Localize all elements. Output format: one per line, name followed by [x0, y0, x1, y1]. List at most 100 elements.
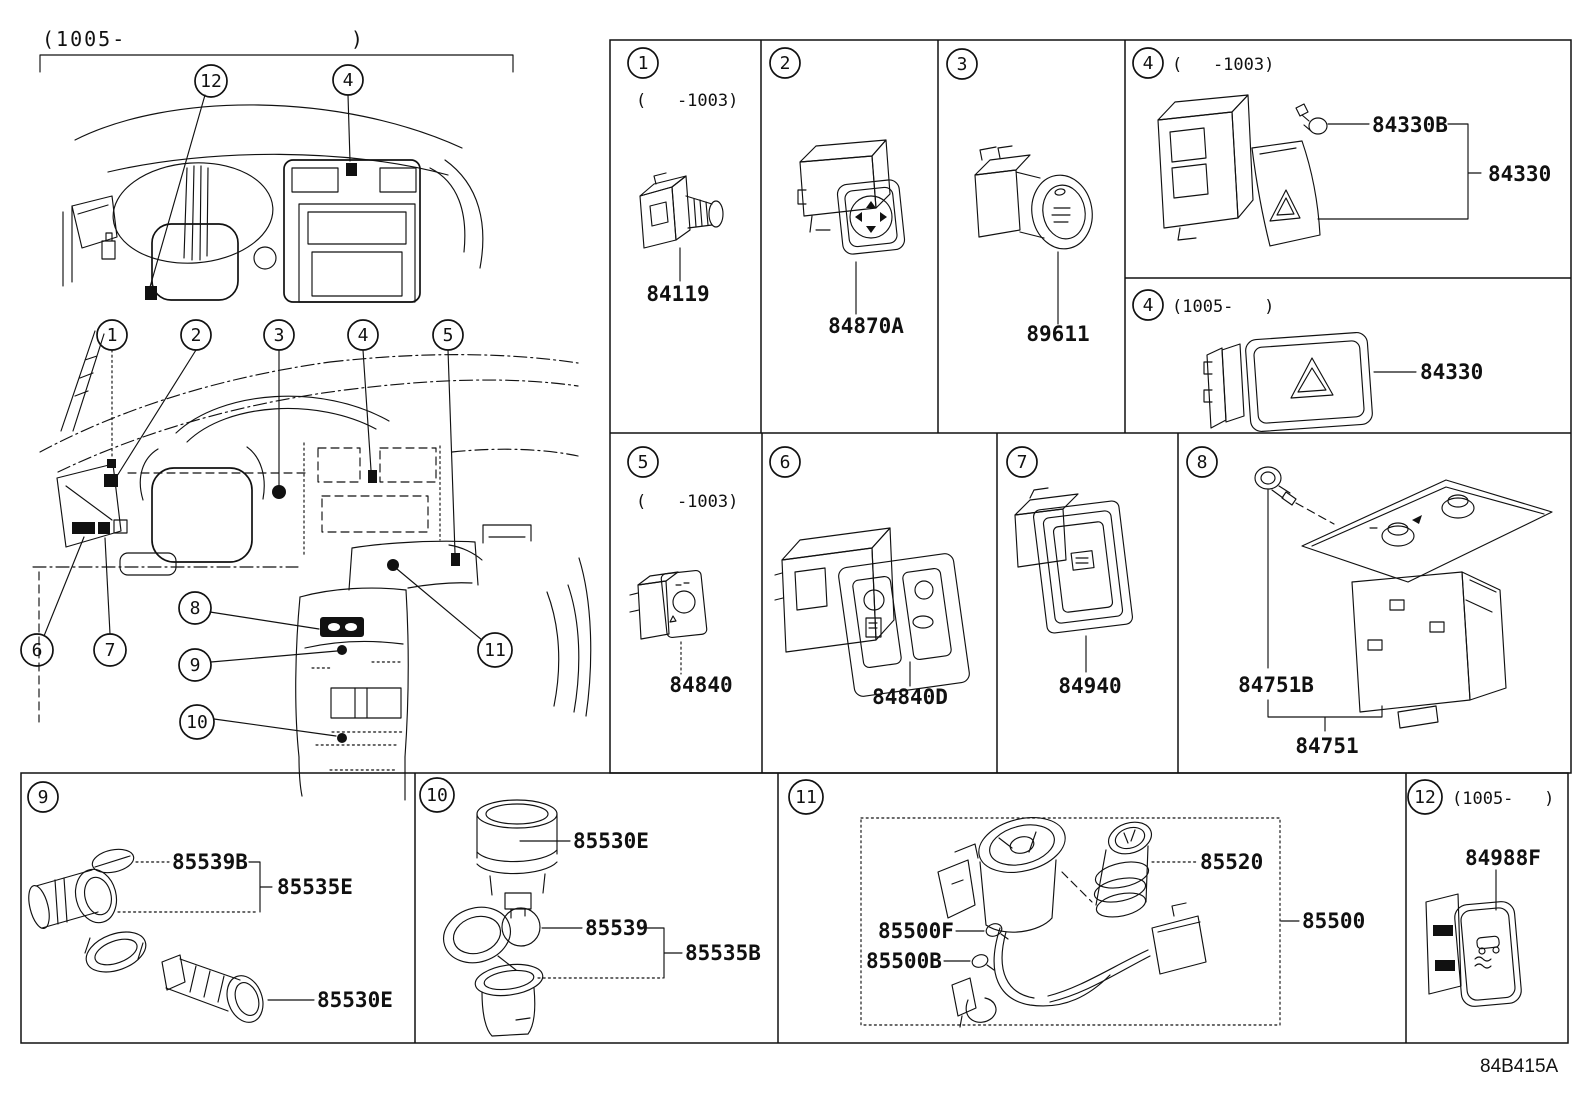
part-number: 84119	[646, 282, 709, 306]
svg-text:10: 10	[186, 712, 208, 733]
part-number: 84940	[1058, 674, 1121, 698]
callout-cell-4a: 4	[1132, 47, 1164, 79]
cell-9: 9 85539B 85535E 85530E	[27, 781, 393, 1023]
svg-text:5: 5	[638, 452, 649, 473]
svg-text:6: 6	[32, 640, 43, 661]
main-sketch: 1 2 3 4 5 6 7 8 9 10 11	[20, 319, 592, 801]
callout-11: 11	[477, 632, 513, 668]
part-number: 84330	[1488, 162, 1551, 186]
bulb-front-part-number: 85500F	[878, 919, 954, 943]
svg-text:9: 9	[38, 787, 49, 808]
svg-text:12: 12	[1414, 787, 1436, 808]
part-number: 84751	[1295, 734, 1358, 758]
range-bracket	[39, 54, 514, 73]
housing-part-number: 85535B	[685, 941, 761, 965]
svg-text:6: 6	[780, 452, 791, 473]
svg-text:5: 5	[443, 325, 454, 346]
part-number: 84988F	[1465, 846, 1541, 870]
cell-12: 12 (1005- ) 84988F	[1407, 779, 1554, 1007]
bulb-part-number: 84330B	[1372, 113, 1448, 137]
switch-location-9-marker	[337, 645, 347, 655]
svg-text:12: 12	[200, 71, 222, 92]
cell-6: 6 84840D	[769, 446, 970, 709]
page-code: 84B415A	[1480, 1056, 1559, 1077]
cap-part-number: 85539	[585, 916, 648, 940]
hazard-switch-drawing	[1157, 94, 1328, 247]
svg-text:1: 1	[638, 53, 649, 74]
callout-cell-9: 9	[27, 781, 59, 813]
steering-pad	[151, 467, 253, 563]
switch-location-10-marker	[337, 733, 347, 743]
callout-12: 12	[145, 64, 228, 300]
callout-cell-4b: 4	[1132, 289, 1164, 321]
cell-5: 5 ( -1003) 84840	[627, 446, 738, 697]
switch-location-4-marker	[346, 163, 357, 176]
callout-10: 10	[179, 704, 215, 740]
svg-text:11: 11	[484, 640, 506, 661]
cell-4b: 4 (1005- ) 84330	[1132, 289, 1483, 432]
wiring-harness-drawing	[951, 902, 1207, 1028]
hazard-switch-drawing	[1203, 332, 1373, 432]
bulb-rear-part-number: 85500B	[866, 949, 942, 973]
svg-text:1: 1	[107, 325, 118, 346]
svg-text:4: 4	[358, 325, 369, 346]
callout-cell-10: 10	[419, 777, 455, 813]
svg-text:4: 4	[343, 70, 354, 91]
switch-location-5-marker	[451, 553, 460, 566]
housing-part-number: 85535E	[277, 875, 353, 899]
callout-8: 8	[178, 591, 212, 625]
callout-cell-7: 7	[1006, 446, 1038, 478]
callout-4: 4	[332, 64, 364, 162]
cell-2: 2 84870A	[769, 47, 906, 338]
rear-defogger-switch-drawing	[1014, 487, 1134, 634]
svg-text:8: 8	[190, 598, 201, 619]
switch-location-3-marker	[272, 485, 286, 499]
callout-cell-1: 1	[627, 47, 659, 79]
callout-cell-3: 3	[946, 48, 978, 80]
switch-location-2-marker	[104, 474, 118, 487]
callout-3: 3	[263, 319, 295, 351]
assy-part-number: 85500	[1302, 909, 1365, 933]
outlet-socket-drawing	[476, 799, 558, 919]
date-range: (1005- )	[1172, 297, 1274, 317]
callout-cell-12: 12	[1407, 779, 1443, 815]
svg-text:3: 3	[957, 54, 968, 75]
lighter-plug-drawing	[1093, 821, 1153, 918]
switch-location-7-marker	[98, 522, 110, 534]
callout-cell-11: 11	[788, 779, 824, 815]
svg-text:3: 3	[274, 325, 285, 346]
top-sketch: (1005- ) 12 4	[39, 27, 514, 303]
spare-slot-marker	[113, 519, 128, 534]
svg-text:11: 11	[795, 787, 817, 808]
lighter-socket-drawing	[937, 817, 1066, 933]
light-control-switch-drawing	[629, 570, 708, 640]
svg-text:9: 9	[190, 655, 201, 676]
svg-text:10: 10	[426, 785, 448, 806]
cell-1: 1 ( -1003) 84119	[627, 47, 738, 306]
bulb-drawing	[1254, 466, 1297, 506]
svg-text:7: 7	[1017, 452, 1028, 473]
cell-10: 10 85530E 85539 85535B	[419, 777, 761, 1037]
callout-5: 5	[432, 319, 464, 351]
callout-cell-5: 5	[627, 446, 659, 478]
assembly-box	[860, 817, 1281, 1026]
seat-heater-panel-marker	[320, 617, 364, 637]
date-range-caption: (1005- )	[42, 27, 365, 51]
date-range: ( -1003)	[636, 492, 738, 512]
switch-location-1-marker	[107, 459, 116, 468]
part-number: 84840D	[872, 685, 948, 709]
outlet-plug-drawing	[161, 954, 264, 1023]
part-number: 84870A	[828, 314, 904, 338]
callout-7: 7	[93, 633, 127, 667]
cell-4a: 4 ( -1003) 84330B 84330	[1132, 47, 1551, 247]
part-number: 89611	[1026, 322, 1089, 346]
date-range: ( -1003)	[636, 91, 738, 111]
callout-cell-8: 8	[1186, 446, 1218, 478]
callout-1: 1	[96, 319, 128, 351]
seat-heater-control-drawing	[1301, 479, 1553, 729]
bulb-part-number: 84751B	[1238, 673, 1314, 697]
lighter-part-number: 85520	[1200, 850, 1263, 874]
socket-part-number: 85530E	[317, 988, 393, 1012]
